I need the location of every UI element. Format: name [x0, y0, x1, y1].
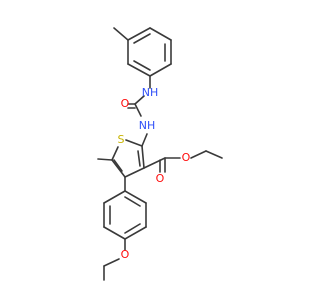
bond	[125, 139, 143, 147]
atom-label-nh: NH	[142, 86, 159, 99]
atom-label-o: O	[121, 248, 130, 261]
bond	[127, 27, 151, 41]
atom-label-o: O	[156, 172, 165, 185]
bond	[133, 60, 151, 71]
bond	[127, 63, 151, 77]
bond	[133, 33, 151, 44]
bond	[124, 190, 147, 204]
molecule-structure-diagram: NH O NH S O O O	[97, 27, 223, 281]
methyl-bond	[113, 27, 129, 41]
bond	[111, 159, 126, 178]
ethoxyphenyl-ring	[103, 190, 147, 240]
bond	[124, 223, 141, 234]
atom-label-o: O	[121, 97, 130, 110]
atom-label-s: S	[118, 133, 125, 146]
bond	[137, 150, 141, 167]
atom-label-o: O	[182, 151, 191, 164]
bond	[141, 145, 145, 169]
bond	[205, 150, 223, 159]
bond	[190, 150, 207, 159]
bond	[149, 63, 172, 77]
thiophene-ring	[111, 139, 145, 178]
bond	[124, 167, 145, 178]
bond	[141, 133, 148, 147]
bond	[134, 95, 145, 105]
bond	[143, 157, 166, 169]
tolyl-ring	[127, 27, 172, 77]
bond	[124, 226, 147, 240]
bond	[124, 196, 141, 207]
bond	[103, 258, 120, 267]
bond	[103, 226, 126, 240]
bond	[103, 190, 126, 204]
bond	[134, 103, 142, 117]
methyl-bond	[97, 158, 113, 161]
bond	[149, 27, 172, 41]
bond	[111, 146, 119, 161]
atom-label-nh: NH	[139, 119, 156, 132]
bond	[113, 159, 123, 172]
